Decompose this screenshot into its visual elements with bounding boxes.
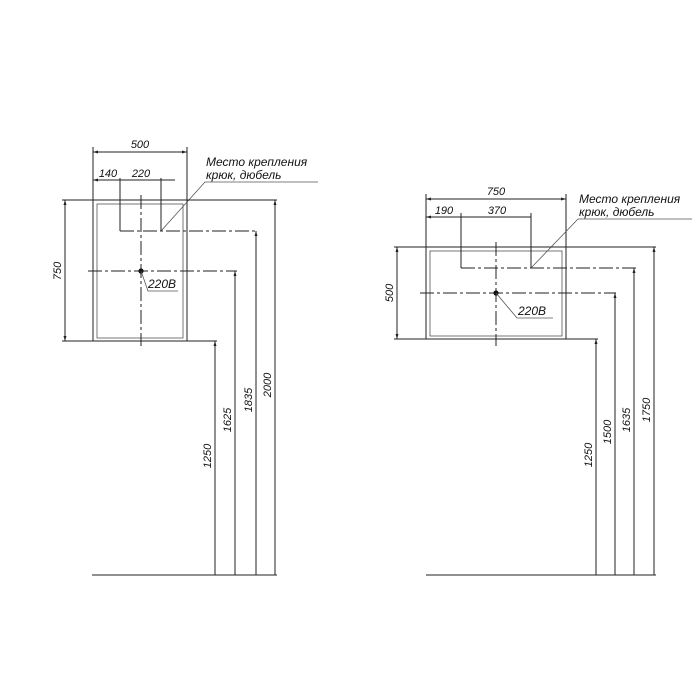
right-offset-label: 190 bbox=[435, 205, 454, 217]
right-height-1500: 1500 bbox=[602, 419, 614, 444]
left-offset-label: 140 bbox=[99, 168, 118, 180]
left-height-1625: 1625 bbox=[222, 407, 234, 432]
right-hook-spacing-label: 370 bbox=[488, 205, 507, 217]
right-power-label: 220В bbox=[517, 304, 546, 318]
left-mirror-drawing: 500 140 220 220В Место крепления крюк, д… bbox=[52, 139, 318, 576]
left-height-1835: 1835 bbox=[243, 387, 255, 412]
right-mount-label-2: крюк, дюбель bbox=[579, 205, 654, 219]
left-mount-label-2: крюк, дюбель bbox=[206, 168, 281, 182]
left-height-2000: 2000 bbox=[262, 372, 274, 398]
left-hook-spacing-label: 220 bbox=[131, 168, 151, 180]
right-height-1250: 1250 bbox=[583, 442, 595, 467]
right-height-1750: 1750 bbox=[641, 397, 653, 422]
left-height-label: 750 bbox=[52, 261, 64, 280]
left-power-label: 220В bbox=[147, 277, 176, 291]
left-width-label: 500 bbox=[131, 139, 150, 151]
left-height-1250: 1250 bbox=[202, 443, 214, 468]
left-mount-label-1: Место крепления bbox=[206, 155, 308, 169]
right-mount-label-1: Место крепления bbox=[579, 192, 681, 206]
right-height-label: 500 bbox=[384, 283, 396, 302]
right-width-label: 750 bbox=[487, 186, 506, 198]
right-height-1635: 1635 bbox=[621, 407, 633, 432]
right-mirror-drawing: 750 190 370 220В Место крепления крюк, д… bbox=[384, 186, 692, 576]
